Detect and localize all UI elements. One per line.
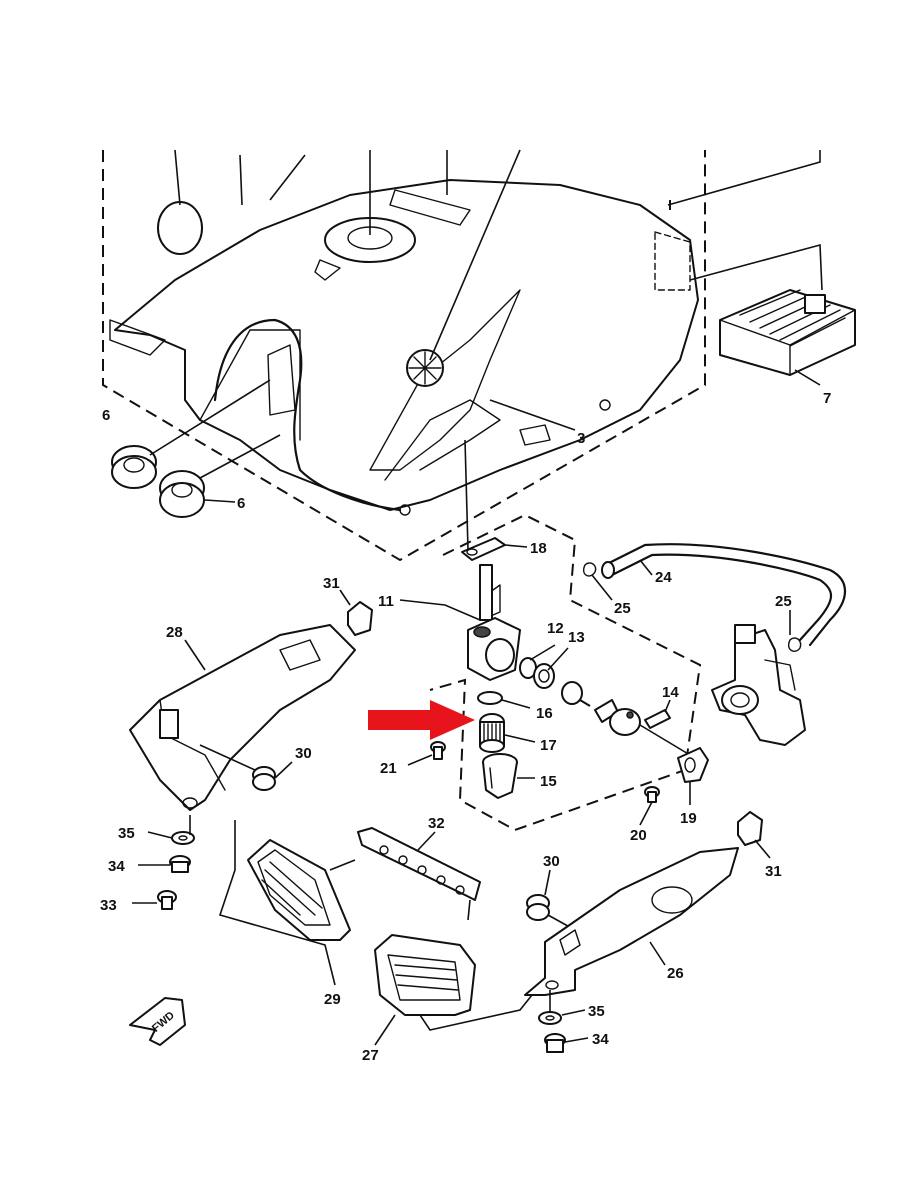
label-30b: 30 [543,853,560,870]
part-29-cover [247,839,351,941]
carburetor [711,624,806,746]
label-33: 33 [100,897,117,914]
tank-group-frame [102,150,706,562]
label-25a: 25 [614,600,631,617]
label-11: 11 [378,593,394,610]
part-6-grommet-right [159,470,205,518]
part-34-collar-right [544,1033,566,1053]
label-13: 13 [568,629,585,646]
label-20: 20 [630,827,647,844]
part-33-bolt-left [157,890,177,910]
part-31-clip-lower [737,811,763,846]
part-24-fuel-hose [601,543,846,647]
label-25b: 25 [775,593,792,610]
frame-corner-right [667,150,821,206]
label-29: 29 [324,991,341,1008]
label-15: 15 [540,773,557,790]
part-32-bracket [357,827,481,901]
label-17: 17 [540,737,557,754]
part-30-grommet-left [252,766,276,791]
part-11-fuel-cock [467,564,521,681]
part-30-grommet-right [526,894,550,921]
label-16: 16 [536,705,553,722]
fwd-arrow-icon: FWD [129,997,186,1046]
part-34-collar-left [169,855,191,873]
part-21-screw [430,741,446,760]
label-31a: 31 [323,575,340,592]
label-18: 18 [530,540,547,557]
label-14: 14 [662,684,679,701]
part-19-lever [677,747,709,783]
label-35b: 35 [588,1003,605,1020]
label-12: 12 [547,620,564,637]
label-35a: 35 [118,825,135,842]
part-labels: 3 6 6 7 11 12 13 14 15 16 17 18 19 20 21… [100,390,831,1064]
label-32: 32 [428,815,445,832]
part-31-clip-upper [347,601,373,636]
label-28: 28 [166,624,183,641]
label-19: 19 [680,810,697,827]
label-34a: 34 [108,858,125,875]
part-lever-assembly [561,681,641,736]
fuel-cock-group-frame [429,513,702,832]
red-highlight-arrow [368,700,475,740]
label-34b: 34 [592,1031,609,1048]
part-14-screw [644,709,671,729]
label-21: 21 [380,760,397,777]
part-35-washer-right [538,1011,562,1025]
label-6a: 6 [102,407,110,424]
part-25-clip-upper [583,562,597,577]
label-24: 24 [655,569,672,586]
fuel-tank [109,179,699,516]
part-28-side-cover [129,624,356,811]
part-6-grommet-left [111,445,157,489]
part-17-filter [479,713,505,753]
part-27-cover [374,934,476,1016]
part-16-oring [477,691,503,705]
label-26: 26 [667,965,684,982]
part-25-clip-lower [788,637,802,652]
part-7-regulator [719,289,856,376]
label-3: 3 [577,430,585,447]
part-20-screw [644,786,660,803]
part-26-side-cover [524,847,739,996]
label-27: 27 [362,1047,379,1064]
label-31b: 31 [765,863,782,880]
label-6b: 6 [237,495,245,512]
label-30a: 30 [295,745,312,762]
part-15-sediment-cup [482,753,518,799]
label-7: 7 [823,390,831,407]
